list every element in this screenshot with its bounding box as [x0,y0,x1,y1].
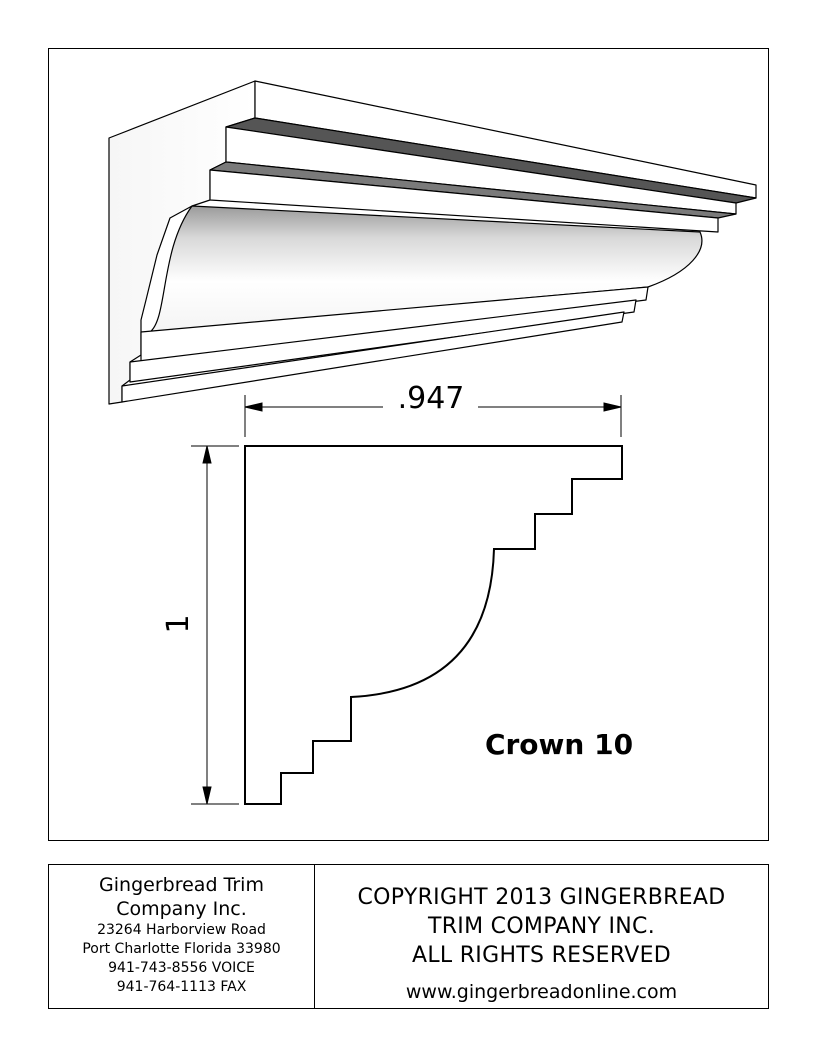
width-dimension-label: .947 [398,381,465,416]
moulding-profile [244,445,623,805]
height-dimension [191,445,239,805]
company-name-line2: Company Inc. [116,898,247,920]
title-block: Gingerbread Trim Company Inc. 23264 Harb… [48,864,769,1009]
width-dimension [244,395,622,437]
copyright-line1: COPYRIGHT 2013 GINGERBREAD [357,885,726,910]
copyright-line3: ALL RIGHTS RESERVED [411,943,672,968]
website-link[interactable]: www.gingerbreadonline.com [405,981,678,1003]
address-line2: Port Charlotte Florida 33980 [82,941,281,957]
height-dimension-label: 1 [161,614,196,633]
copyright-info: COPYRIGHT 2013 GINGERBREAD TRIM COMPANY … [315,883,768,1004]
drawing-frame [48,48,769,841]
title-block-divider [314,865,315,1008]
moulding-3d-render [108,80,757,405]
company-name-line1: Gingerbread Trim [99,874,264,896]
part-name-label: Crown 10 [485,728,633,761]
company-info: Gingerbread Trim Company Inc. 23264 Harb… [49,873,314,997]
moulding-fillet-1 [140,286,649,363]
address-line1: 23264 Harborview Road [97,922,266,938]
moulding-step-2 [209,169,719,233]
fax-line: 941-764-1113 FAX [116,979,247,995]
moulding-fillet-2 [129,299,637,383]
copyright-line2: TRIM COMPANY INC. [427,914,656,939]
phone-line: 941-743-8556 VOICE [108,960,255,976]
moulding-fillet-3 [121,311,625,403]
